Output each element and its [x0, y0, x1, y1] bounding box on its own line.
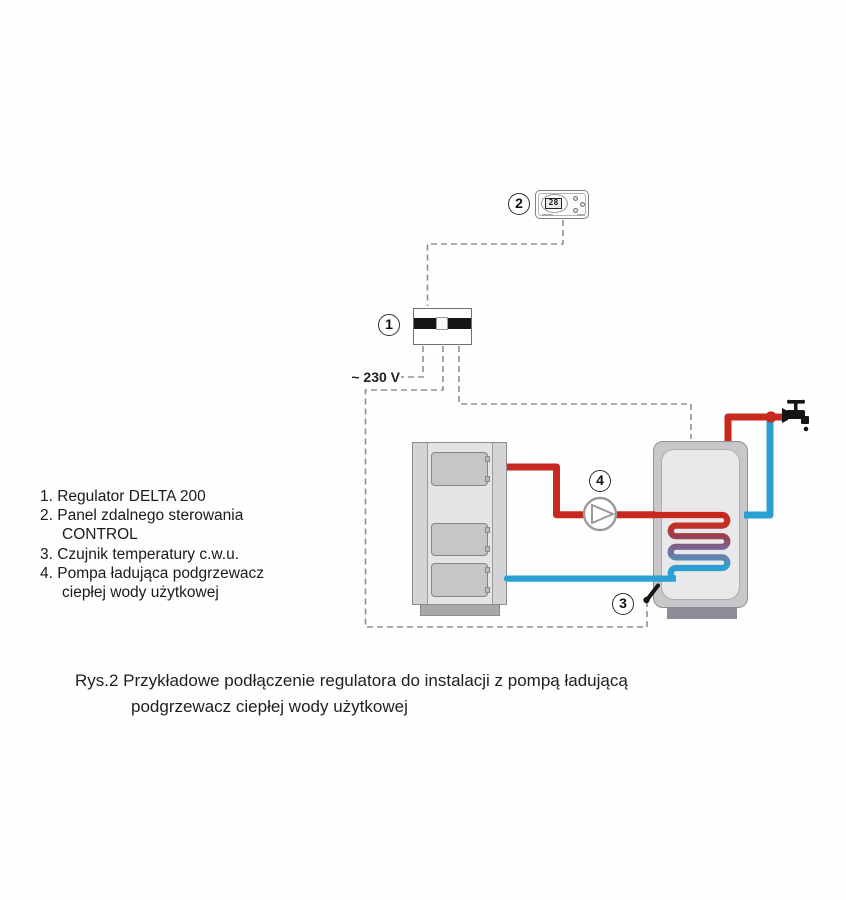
temperature-sensor-icon [643, 583, 660, 604]
hot-supply-pipe-boiler-to-coil [507, 463, 655, 519]
wire-power-230v [401, 346, 424, 378]
door-hinge [485, 546, 490, 552]
legend-line: 2. Panel zdalnego sterowania [40, 507, 244, 525]
panel-label-text [577, 214, 585, 216]
door-hinge [485, 587, 490, 593]
door-hinge [485, 456, 490, 462]
legend-list: 1. Regulator DELTA 200 2. Panel zdalnego… [40, 487, 264, 602]
hot-pipes-group [507, 413, 787, 519]
panel-button-icon [573, 208, 578, 213]
wire-panel-to-regulator [426, 220, 564, 306]
boiler [412, 442, 507, 605]
legend-line: 1. Regulator DELTA 200 [40, 488, 206, 505]
door-hinge [485, 527, 490, 533]
legend-line: 4. Pompa ładująca podgrzewacz [40, 564, 265, 582]
marker-1-regulator: 1 [378, 314, 400, 336]
panel-button-icon [580, 202, 585, 207]
regulator-delta-200 [413, 308, 472, 345]
panel-temperature-display: 28 [545, 198, 562, 209]
cold-inlet-pipe [744, 421, 774, 519]
regulator-window [436, 317, 448, 330]
pipe-tee-junction [765, 411, 777, 423]
tap-icon [782, 399, 809, 432]
marker-4-pump: 4 [589, 470, 611, 492]
regulator-terminal-strip [414, 317, 471, 330]
wire-to-tank [458, 346, 692, 439]
figure-caption-line1: Rys.2 Przykładowe podłączenie regulatora… [75, 671, 628, 690]
pump-triangle-icon [591, 503, 616, 525]
boiler-door-middle [431, 523, 490, 556]
panel-button-icon [573, 196, 578, 201]
dashed-wires-group [364, 220, 692, 628]
tank-base [667, 607, 737, 619]
wire-cwu-sensor [364, 346, 648, 628]
boiler-door-top [431, 452, 490, 486]
boiler-door-bottom [431, 563, 490, 597]
legend-line: ciepłej wody użytkowej [62, 584, 219, 602]
legend-line: 3. Czujnik temperatury c.w.u. [40, 545, 239, 563]
legend-line: CONTROL [62, 526, 138, 544]
panel-brand-text [542, 214, 553, 216]
figure-caption-line2: podgrzewacz ciepłej wody użytkowej [131, 697, 408, 716]
control-panel: 28 [535, 190, 589, 219]
door-hinge [485, 476, 490, 482]
water-drop-icon [803, 426, 809, 432]
power-voltage-label: ~ 230 V [351, 369, 400, 385]
marker-3-sensor: 3 [612, 593, 634, 615]
control-panel-frame [538, 193, 586, 216]
pump-symbol [582, 496, 618, 532]
panel-display-ring [541, 194, 568, 213]
marker-2-panel: 2 [508, 193, 530, 215]
tank-heating-coil-and-return-pipe [503, 511, 731, 582]
hot-outlet-pipe-tank-to-tap [724, 413, 787, 441]
boiler-base [420, 604, 500, 616]
door-hinge [485, 567, 490, 573]
